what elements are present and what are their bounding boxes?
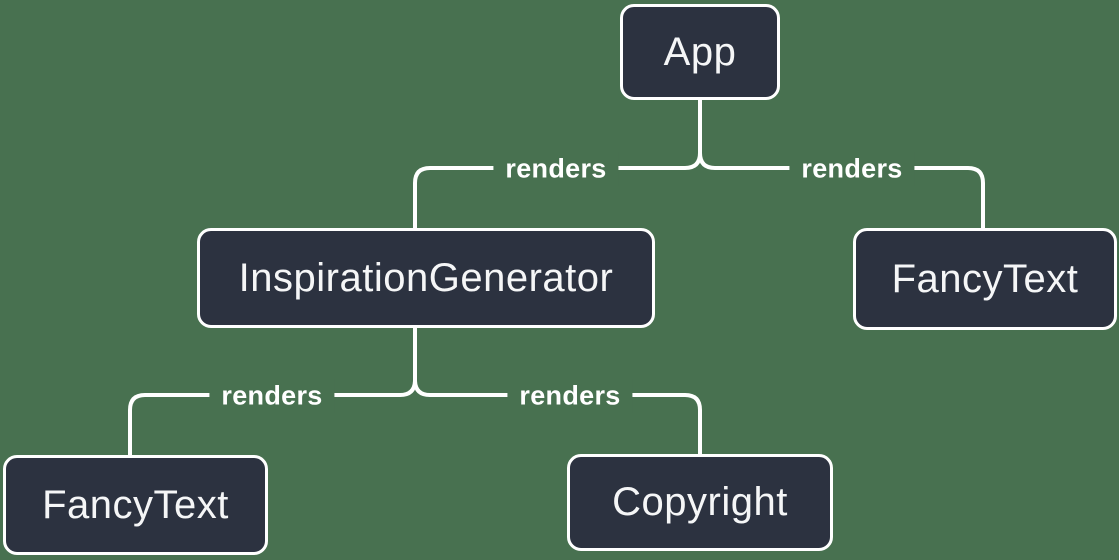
node-fancy-text-left: FancyText xyxy=(3,455,268,555)
edge-label-renders-app-inspiration: renders xyxy=(493,151,619,187)
node-inspiration-generator-label: InspirationGenerator xyxy=(238,255,614,300)
node-app: App xyxy=(620,4,780,100)
node-fancy-text-left-label: FancyText xyxy=(42,482,229,527)
node-fancy-text-right-label: FancyText xyxy=(891,256,1079,301)
edge-label-renders-inspiration-copyright: renders xyxy=(507,378,633,414)
node-inspiration-generator: InspirationGenerator xyxy=(197,228,655,328)
edge-label-renders-inspiration-fancytext: renders xyxy=(209,378,335,414)
edge-label-renders-app-fancytext: renders xyxy=(789,151,915,187)
node-copyright-label: Copyright xyxy=(612,480,788,524)
node-copyright: Copyright xyxy=(567,454,833,551)
node-fancy-text-right: FancyText xyxy=(853,228,1117,330)
node-app-label: App xyxy=(663,29,737,74)
